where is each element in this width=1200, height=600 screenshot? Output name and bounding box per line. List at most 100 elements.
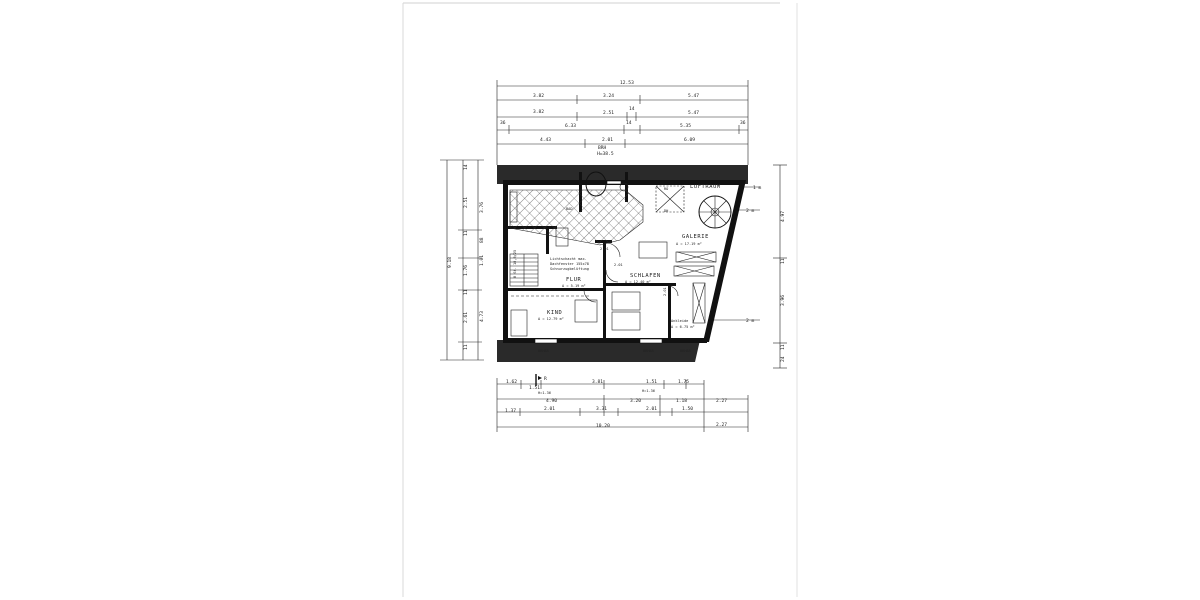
bathtub <box>509 191 518 223</box>
galerie-cabinet-x <box>674 265 715 277</box>
door-tag-1: 2.01 <box>600 247 609 251</box>
dim-bot-overall: 10.20 <box>596 423 610 429</box>
washbasin-icon <box>619 182 629 192</box>
corner-bathtub <box>585 171 607 197</box>
dim-right-s1: 11 <box>780 258 786 264</box>
section-marker-label: R <box>544 376 547 382</box>
roof-window-x <box>655 185 685 213</box>
dim-top-r2-b: 2.51 <box>603 110 614 116</box>
dim-left-s4: 11 <box>463 289 469 295</box>
dim-top-r3-c: 14 <box>626 120 632 126</box>
dim-top-r4-b: 2.01 <box>602 137 613 143</box>
spiral-stair <box>698 195 732 229</box>
dim-top-overall: 12.53 <box>620 80 634 86</box>
dim-bot-r1-sub-b: H=1.36 <box>642 389 655 393</box>
dim-top-r2-a: 3.82 <box>533 109 544 115</box>
mark-1m: 1 m <box>753 185 762 191</box>
dim-left-s3: 11 <box>463 230 469 236</box>
dim-top-brh: BRH <box>598 145 607 151</box>
mark-2m-a: 2 m <box>746 208 755 214</box>
dim-left-e: 1.01 <box>479 255 485 266</box>
dim-top-r2-s1: 14 <box>629 106 635 112</box>
window-kind <box>534 338 558 344</box>
room-flur-area: A = 5.19 m² <box>562 284 586 288</box>
dim-right-s2: 11 <box>780 344 786 350</box>
dim-top-r1-c: 5.47 <box>688 93 699 99</box>
dim-left-c: 2.61 <box>463 312 469 323</box>
room-ankleide-name: Ankleide <box>671 319 688 323</box>
dh-tag: DH <box>664 209 668 213</box>
dim-top-r1-b: 3.24 <box>603 93 614 99</box>
dim-left-overall: 9.18 <box>447 257 453 268</box>
wardrobe-ankleide-x <box>692 282 706 324</box>
mark-2m-b: 2 m <box>746 318 755 324</box>
galerie-sofa <box>638 241 668 259</box>
room-flur-name: FLUR <box>566 277 582 283</box>
dim-bot-r1-b: 1.51 <box>529 385 540 391</box>
dim-bot-r2-b: 3.20 <box>630 398 641 404</box>
dim-left-a: 2.51 <box>463 197 469 208</box>
galerie-shelf-x <box>676 251 717 263</box>
flur-note-1: Lichtschacht max. <box>550 257 587 261</box>
room-schlafen-name: SCHLAFEN <box>630 273 661 279</box>
ro-tag: RO <box>664 187 668 191</box>
room-bad-name: BAD <box>566 207 573 211</box>
room-ankleide-area: A = 6.75 m² <box>671 325 695 329</box>
wc-unit <box>555 227 569 247</box>
dim-bot-r1-c: 3.81 <box>592 379 603 385</box>
room-galerie-area: A = 17.19 m² <box>676 242 702 246</box>
dim-left-s5: 11 <box>463 344 469 350</box>
room-galerie-name: GALERIE <box>682 234 709 240</box>
dim-bot-r1-a: 1.62 <box>506 379 517 385</box>
dim-top-r3-a: 6.33 <box>565 123 576 129</box>
dim-bot-r2-c: 1.18 <box>676 398 687 404</box>
dim-top-r4-a: 4.43 <box>540 137 551 143</box>
dim-top-r2-c: 5.47 <box>688 110 699 116</box>
door-tag-3: 2.01 <box>663 287 667 296</box>
room-kind-area: A = 12.79 m² <box>538 317 564 321</box>
roof-window-outline <box>655 185 685 213</box>
top-dimension-chains <box>496 80 749 165</box>
dim-bot-r1-e: 1.75 <box>678 379 689 385</box>
roof-hatch <box>497 165 748 362</box>
dim-right-a: 4.97 <box>780 211 786 222</box>
dim-bot-r3-e: 1.50 <box>682 406 693 412</box>
dim-top-r4-c: 6.09 <box>684 137 695 143</box>
door-swing-ankleide <box>667 285 679 297</box>
dim-bot-r1-sub-a: H=1.36 <box>538 391 551 395</box>
bottom-dimension-chains <box>496 378 749 432</box>
dim-bot-r3-b: 2.01 <box>544 406 555 412</box>
flur-note-3: Schnurzugbelüftung <box>550 267 589 271</box>
window-tag-1: BRH85 <box>538 349 549 353</box>
window-tag-2: BRH85 <box>643 349 654 353</box>
staircase <box>509 253 539 287</box>
dim-bot-r1-d: 1.51 <box>646 379 657 385</box>
kind-bed <box>510 309 528 337</box>
dim-left-s1: 14 <box>463 164 469 170</box>
bed-upper <box>611 291 641 311</box>
dim-bot-overall-r: 2.27 <box>716 422 727 428</box>
bed-lower <box>611 311 641 331</box>
window-schlafen <box>639 338 663 344</box>
dim-left-d: 3.76 <box>479 202 485 213</box>
bathroom-tile-area <box>509 189 644 246</box>
window-tag-3: BRH85 <box>680 349 691 353</box>
dim-bot-r3-d: 2.01 <box>646 406 657 412</box>
window-bad <box>606 180 622 185</box>
dim-bot-r3-c: 3.31 <box>596 406 607 412</box>
dim-right-s3: 24 <box>780 356 786 362</box>
kind-desk <box>574 299 598 323</box>
dim-left-b: 1.76 <box>463 265 469 276</box>
dim-right-b: 3.96 <box>780 295 786 306</box>
dim-top-r3-s2: 36 <box>740 120 746 126</box>
dim-top-r1-a: 3.82 <box>533 93 544 99</box>
door-swing-galerie <box>605 242 621 258</box>
stair-tag: 8 St. 18,8/25 <box>513 250 517 278</box>
dim-top-opening: H=38.5 <box>597 151 614 157</box>
dim-left-f: 4.73 <box>479 311 485 322</box>
section-marker <box>535 374 542 386</box>
dim-bot-r2-a: 4.90 <box>546 398 557 404</box>
flur-note-2: Dachfenster 155x78 <box>550 262 589 266</box>
